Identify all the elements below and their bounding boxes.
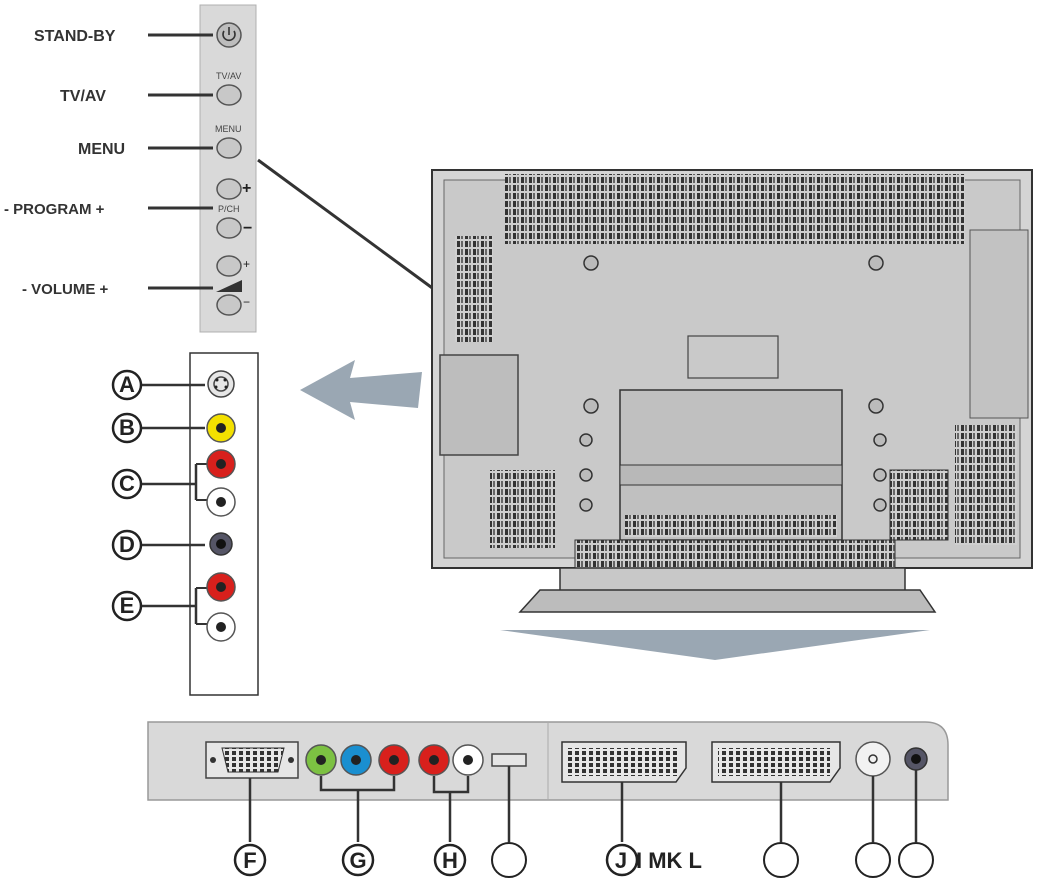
program-up-button[interactable] [216, 178, 242, 200]
svg-text:F: F [243, 848, 256, 873]
connector-label-e: E [111, 590, 143, 622]
bottom-leaders [248, 766, 918, 842]
audio-right-jack-red[interactable] [206, 449, 236, 479]
side-av-panel: A B C [111, 352, 259, 696]
connector-label-blank-3 [855, 842, 891, 878]
audio-out-left-jack-white[interactable] [206, 612, 236, 642]
power-input[interactable] [904, 747, 928, 771]
volume-plus-sign: + [243, 257, 250, 271]
antenna-input[interactable] [855, 741, 891, 777]
menu-label: MENU [78, 141, 125, 158]
svg-text:A: A [119, 372, 135, 397]
tv-stand-neck [559, 567, 906, 593]
menu-button[interactable] [216, 137, 242, 159]
standby-label: STAND-BY [34, 28, 116, 45]
rear-audio-right-jack-red[interactable] [418, 744, 450, 776]
headphone-jack[interactable] [209, 532, 233, 556]
menu-button-caption: MENU [215, 124, 242, 134]
lower-left-vent-grille [490, 470, 555, 548]
program-down-button[interactable] [216, 217, 242, 239]
top-vent-grille [505, 174, 965, 244]
connector-label-d: D [111, 529, 143, 561]
connector-label-blank-2 [763, 842, 799, 878]
tvav-button[interactable] [216, 84, 242, 106]
connector-label-mkl: I MK L [636, 848, 702, 873]
svg-text:J: J [615, 848, 627, 873]
right-vent-grille [955, 425, 1017, 545]
program-minus-sign: − [243, 220, 252, 237]
connector-label-a: A [111, 369, 143, 401]
audio-out-right-jack-red[interactable] [206, 572, 236, 602]
svg-text:C: C [119, 471, 135, 496]
standby-button[interactable] [216, 22, 242, 48]
program-label: - PROGRAM + [4, 201, 105, 218]
left-vent-grille [455, 236, 493, 342]
volume-minus-sign: − [243, 295, 250, 309]
rear-audio-left-jack-white[interactable] [452, 744, 484, 776]
volume-up-button[interactable] [216, 255, 242, 277]
s-video-jack[interactable] [207, 370, 235, 398]
side-av-box [189, 352, 259, 696]
left-pointer-arrow-icon [300, 360, 422, 420]
connector-label-g: G [341, 843, 375, 877]
tvav-label: TV/AV [60, 88, 106, 105]
scart-1-port[interactable] [561, 741, 687, 783]
tv-rear-view [431, 169, 1033, 613]
connector-label-blank-4 [898, 842, 934, 878]
audio-left-jack-white[interactable] [206, 487, 236, 517]
side-connector-bay [439, 354, 519, 456]
rear-label-plate [687, 335, 779, 379]
svg-text:B: B [119, 415, 135, 440]
component-y-jack-green[interactable] [305, 744, 337, 776]
volume-label: - VOLUME + [22, 281, 108, 298]
program-plus-sign: + [242, 180, 251, 197]
scart-2-port[interactable] [711, 741, 841, 783]
svg-text:E: E [120, 593, 135, 618]
service-port[interactable] [491, 753, 527, 767]
mount-screws [579, 255, 887, 512]
side-control-panel: STAND-BY TV/AV MENU - PROGRAM + - VOLUME… [4, 4, 257, 333]
connector-label-j: J [605, 843, 639, 877]
volume-down-button[interactable] [216, 294, 242, 316]
control-strip [199, 4, 257, 333]
panel-location-leader [257, 158, 436, 292]
power-icon [222, 27, 236, 42]
svg-text:G: G [349, 848, 366, 873]
bottom-connector-strip [574, 539, 896, 571]
component-pb-jack-blue[interactable] [340, 744, 372, 776]
connector-label-blank-1 [491, 842, 527, 878]
vga-port[interactable] [205, 741, 299, 779]
connector-label-b: B [111, 412, 143, 444]
tv-stand-base [518, 589, 937, 613]
volume-ramp-icon [216, 280, 242, 292]
pch-caption: P/CH [218, 204, 240, 214]
component-pr-jack-red[interactable] [378, 744, 410, 776]
down-pointer-arrow-icon [500, 630, 930, 660]
connector-label-f: F [233, 843, 267, 877]
svg-text:D: D [119, 532, 135, 557]
svg-text:H: H [442, 848, 458, 873]
tvav-button-caption: TV/AV [216, 71, 241, 81]
connector-label-h: H [433, 843, 467, 877]
video-jack-yellow[interactable] [206, 413, 236, 443]
bottom-connector-panel: F G H J I MK L [147, 721, 949, 878]
connector-label-c: C [111, 468, 143, 500]
